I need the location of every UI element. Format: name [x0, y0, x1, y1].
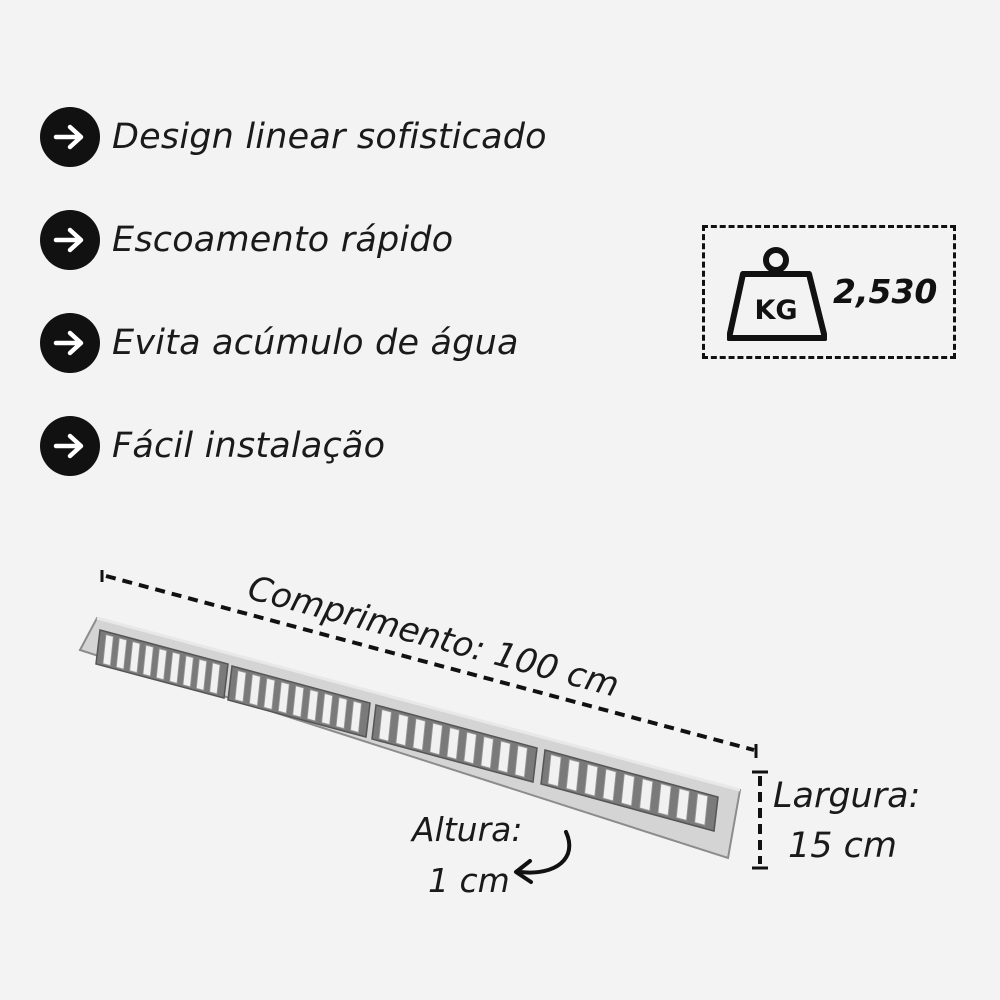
slot-bar: [102, 634, 114, 667]
slot-bar: [480, 736, 494, 769]
slot-bar: [675, 788, 690, 821]
curved-arrow-icon: [514, 830, 572, 884]
feature-item: Escoamento rápido: [40, 199, 547, 281]
linear-drain-grate-icon: [78, 616, 742, 860]
slot-bar: [446, 727, 460, 760]
slot-bar: [169, 651, 181, 684]
slot-bar: [657, 783, 672, 816]
slot-bar: [182, 655, 194, 688]
height-label: Altura:: [412, 810, 523, 849]
slot-bar: [497, 740, 511, 774]
slot-bar: [639, 778, 654, 812]
weight-unit: KG: [754, 295, 797, 326]
slot-bar: [306, 689, 319, 722]
slot-bar: [565, 758, 580, 792]
slot-bar: [335, 696, 348, 730]
length-dimension-line: [100, 570, 758, 758]
height-value: 1 cm: [428, 861, 510, 900]
slot-bar: [115, 637, 128, 670]
weight-value: 2,530: [833, 272, 938, 311]
slot-bar: [209, 662, 221, 695]
slot-bar: [292, 685, 305, 718]
slot-bar: [620, 773, 635, 807]
slot-bar: [602, 768, 617, 802]
feature-label: Evita acúmulo de água: [112, 323, 519, 363]
feature-item: Evita acúmulo de água: [40, 302, 547, 384]
slot-bar: [463, 731, 477, 765]
width-dimension-line: [752, 770, 768, 870]
slot-bar: [584, 763, 599, 797]
arrow-right-icon: [40, 107, 100, 167]
slot-bar: [694, 792, 709, 826]
slot-bar: [234, 670, 247, 703]
slot-bar: [277, 681, 290, 714]
width-value: 15 cm: [788, 826, 897, 866]
slot-bar: [249, 673, 261, 707]
slot-bar: [263, 677, 276, 710]
slot-bar: [429, 722, 443, 756]
arrow-right-icon: [40, 416, 100, 476]
feature-label: Escoamento rápido: [112, 220, 454, 260]
kettlebell-weight-icon: KG: [727, 247, 827, 341]
feature-item: Design linear sofisticado: [40, 96, 547, 178]
slot-bar: [195, 658, 208, 691]
weight-box: KG 2,530: [702, 225, 956, 359]
slot-bar: [378, 709, 392, 742]
arrow-right-icon: [40, 210, 100, 270]
feature-list: Design linear sofisticado Escoamento ráp…: [40, 96, 547, 508]
slot-bar: [321, 693, 334, 726]
slot-bar: [547, 754, 562, 787]
drain-slots: [95, 629, 719, 832]
slot-bar: [350, 700, 362, 733]
slot-bar: [395, 713, 409, 747]
width-label: Largura:: [773, 776, 921, 816]
feature-label: Fácil instalação: [112, 426, 386, 466]
slot-bar: [129, 641, 141, 674]
arrow-right-icon: [40, 313, 100, 373]
slot-bar: [142, 644, 154, 677]
slot-bar: [155, 648, 168, 681]
feature-item: Fácil instalação: [40, 405, 547, 487]
slot-bar: [514, 745, 528, 778]
slot-bar: [412, 718, 426, 751]
feature-label: Design linear sofisticado: [112, 117, 547, 157]
